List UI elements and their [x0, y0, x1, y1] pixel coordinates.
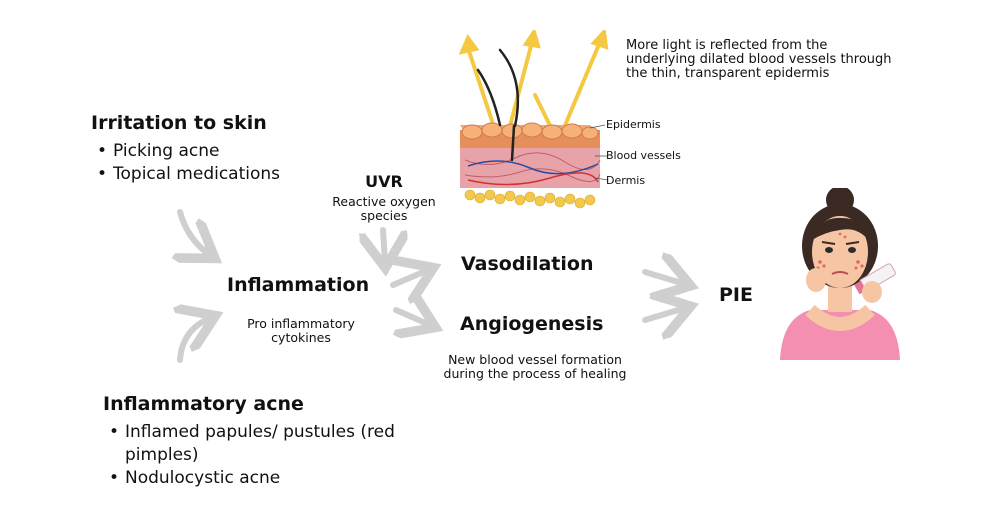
label-dermis: Dermis — [606, 174, 646, 187]
uvr-section: UVR Reactive oxygen species — [320, 172, 448, 223]
inflammatory-acne-title: Inflammatory acne — [103, 393, 304, 415]
label-blood-vessels: Blood vessels — [606, 149, 681, 162]
arrow-angiogenesis-to-pie — [642, 308, 685, 320]
irritation-title: Irritation to skin — [91, 112, 267, 134]
light-rays — [458, 30, 609, 144]
arrow-uvr-down — [383, 227, 385, 262]
arrow-vasodilation-to-pie — [642, 272, 685, 284]
arrow-to-angiogenesis — [396, 310, 430, 325]
list-item: Inflamed papules/ pustules (red pimples) — [103, 421, 403, 467]
label-epidermis: Epidermis — [606, 118, 661, 131]
irritation-section: Irritation to skin Picking acne Topical … — [91, 112, 280, 186]
inflammation-subtitle: Pro inflammatory cytokines — [247, 316, 355, 345]
pie-title: PIE — [719, 284, 753, 306]
light-reflection-note: More light is reflected from the underly… — [626, 38, 892, 81]
skin-cross-section-illustration — [458, 30, 609, 209]
uvr-title: UVR — [365, 172, 403, 191]
angiogenesis-title: Angiogenesis — [460, 313, 604, 335]
inflammation-title: Inflammation — [227, 274, 370, 296]
inflammatory-acne-section: Inflammatory acne Inflamed papules/ pust… — [103, 393, 403, 490]
list-item: Picking acne — [91, 140, 280, 163]
arrow-irritation-to-inflammation — [180, 209, 210, 255]
inflammatory-acne-list: Inflamed papules/ pustules (red pimples)… — [103, 421, 403, 490]
vasodilation-title: Vasodilation — [461, 253, 594, 275]
list-item: Nodulocystic acne — [103, 467, 403, 490]
list-item: Topical medications — [91, 163, 280, 186]
arrow-to-vasodilation — [390, 270, 428, 285]
woman-with-acne-illustration — [780, 188, 900, 360]
irritation-list: Picking acne Topical medications — [91, 140, 280, 186]
arrow-acne-to-inflammation — [180, 318, 210, 363]
angiogenesis-subtitle: New blood vessel formation during the pr… — [443, 352, 627, 381]
